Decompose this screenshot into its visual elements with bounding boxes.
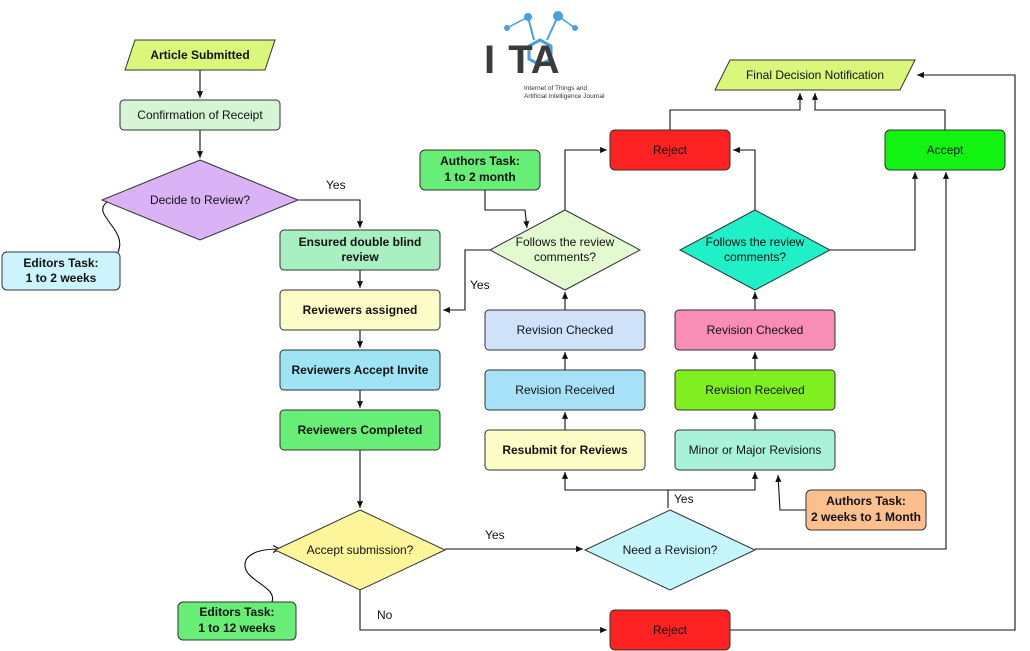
edge-label-yes-revision: Yes [674, 492, 694, 506]
node-authors-task-2: Authors Task: 2 weeks to 1 Month [805, 489, 927, 531]
svg-text:Minor or Major Revisions: Minor or Major Revisions [689, 443, 822, 457]
svg-text:Article Submitted: Article Submitted [150, 48, 249, 62]
node-reject-top[interactable]: Reject [609, 129, 731, 171]
node-reviewers-assigned[interactable]: Reviewers assigned [279, 289, 441, 331]
edge-label-yes-accept: Yes [485, 528, 505, 542]
node-final-decision-notification[interactable]: Final Decision Notification [714, 59, 916, 91]
svg-text:Confirmation of Receipt: Confirmation of Receipt [137, 108, 263, 122]
svg-text:Authors Task:: Authors Task: [440, 154, 520, 168]
svg-text:review: review [341, 250, 379, 264]
svg-text:Ensured double blind: Ensured double blind [299, 235, 422, 249]
molecule-icon [504, 11, 578, 67]
node-revision-received-left[interactable]: Revision Received [484, 369, 646, 411]
node-confirmation-of-receipt[interactable]: Confirmation of Receipt [119, 99, 281, 131]
edge-label-yes-decide: Yes [326, 178, 346, 192]
node-editors-task-2: Editors Task: 1 to 12 weeks [177, 601, 297, 641]
node-need-a-revision[interactable]: Need a Revision? [583, 509, 757, 591]
svg-text:Follows the review: Follows the review [516, 235, 615, 249]
svg-text:Resubmit for Reviews: Resubmit for Reviews [502, 443, 628, 457]
svg-text:Revision Received: Revision Received [705, 383, 804, 397]
svg-text:Reviewers Accept Invite: Reviewers Accept Invite [292, 363, 429, 377]
svg-text:Accept submission?: Accept submission? [307, 543, 414, 557]
node-accept[interactable]: Accept [884, 129, 1006, 171]
svg-text:2 weeks to 1 Month: 2 weeks to 1 Month [811, 510, 921, 524]
logo-tagline-2: Artificial Intelligence Journal [524, 93, 605, 100]
svg-text:Decide to Review?: Decide to Review? [150, 193, 250, 207]
node-revision-checked-left[interactable]: Revision Checked [484, 309, 646, 351]
svg-text:Reject: Reject [653, 623, 688, 637]
svg-text:1 to 12 weeks: 1 to 12 weeks [198, 621, 276, 635]
node-decide-to-review[interactable]: Decide to Review? [100, 159, 300, 241]
svg-text:Revision Checked: Revision Checked [707, 323, 804, 337]
logo-tagline-1: Internet of Things and [524, 85, 588, 92]
svg-text:Editors Task:: Editors Task: [23, 256, 98, 270]
svg-text:Final Decision Notification: Final Decision Notification [746, 68, 884, 82]
node-double-blind-review[interactable]: Ensured double blind review [279, 229, 441, 271]
svg-text:Revision Received: Revision Received [515, 383, 614, 397]
node-editors-task-1: Editors Task: 1 to 2 weeks [1, 251, 121, 291]
svg-text:Editors Task:: Editors Task: [199, 605, 274, 619]
logo-letters: I TA [484, 38, 561, 82]
svg-text:Reject: Reject [653, 143, 688, 157]
iota-logo: I TA Internet of Things and Artificial I… [484, 11, 605, 100]
node-minor-major-revisions[interactable]: Minor or Major Revisions [674, 429, 836, 471]
node-resubmit-for-reviews[interactable]: Resubmit for Reviews [484, 429, 646, 471]
svg-text:comments?: comments? [724, 250, 786, 264]
svg-text:Revision Checked: Revision Checked [517, 323, 614, 337]
edge-label-no-accept: No [377, 608, 393, 622]
svg-text:Reviewers Completed: Reviewers Completed [298, 423, 423, 437]
svg-text:Reviewers assigned: Reviewers assigned [303, 303, 418, 317]
svg-text:Need a Revision?: Need a Revision? [623, 543, 718, 557]
svg-text:Authors Task:: Authors Task: [826, 494, 906, 508]
node-revision-checked-right[interactable]: Revision Checked [674, 309, 836, 351]
node-revision-received-right[interactable]: Revision Received [674, 369, 836, 411]
flow-edges [102, 70, 1016, 634]
svg-text:Accept: Accept [927, 143, 964, 157]
svg-text:1 to 2 month: 1 to 2 month [444, 170, 515, 184]
node-follows-review-left[interactable]: Follows the review comments? [488, 209, 642, 291]
svg-text:Follows the review: Follows the review [706, 235, 805, 249]
svg-text:comments?: comments? [534, 250, 596, 264]
node-follows-review-right[interactable]: Follows the review comments? [678, 209, 832, 291]
svg-text:1 to 2 weeks: 1 to 2 weeks [26, 271, 97, 285]
node-authors-task-1: Authors Task: 1 to 2 month [419, 149, 541, 191]
node-accept-submission[interactable]: Accept submission? [273, 509, 447, 591]
edge-label-yes-follows: Yes [470, 278, 490, 292]
node-article-submitted[interactable]: Article Submitted [124, 39, 276, 71]
node-reject-bottom[interactable]: Reject [609, 609, 731, 651]
node-reviewers-completed[interactable]: Reviewers Completed [279, 409, 441, 451]
node-reviewers-accept-invite[interactable]: Reviewers Accept Invite [279, 349, 441, 391]
